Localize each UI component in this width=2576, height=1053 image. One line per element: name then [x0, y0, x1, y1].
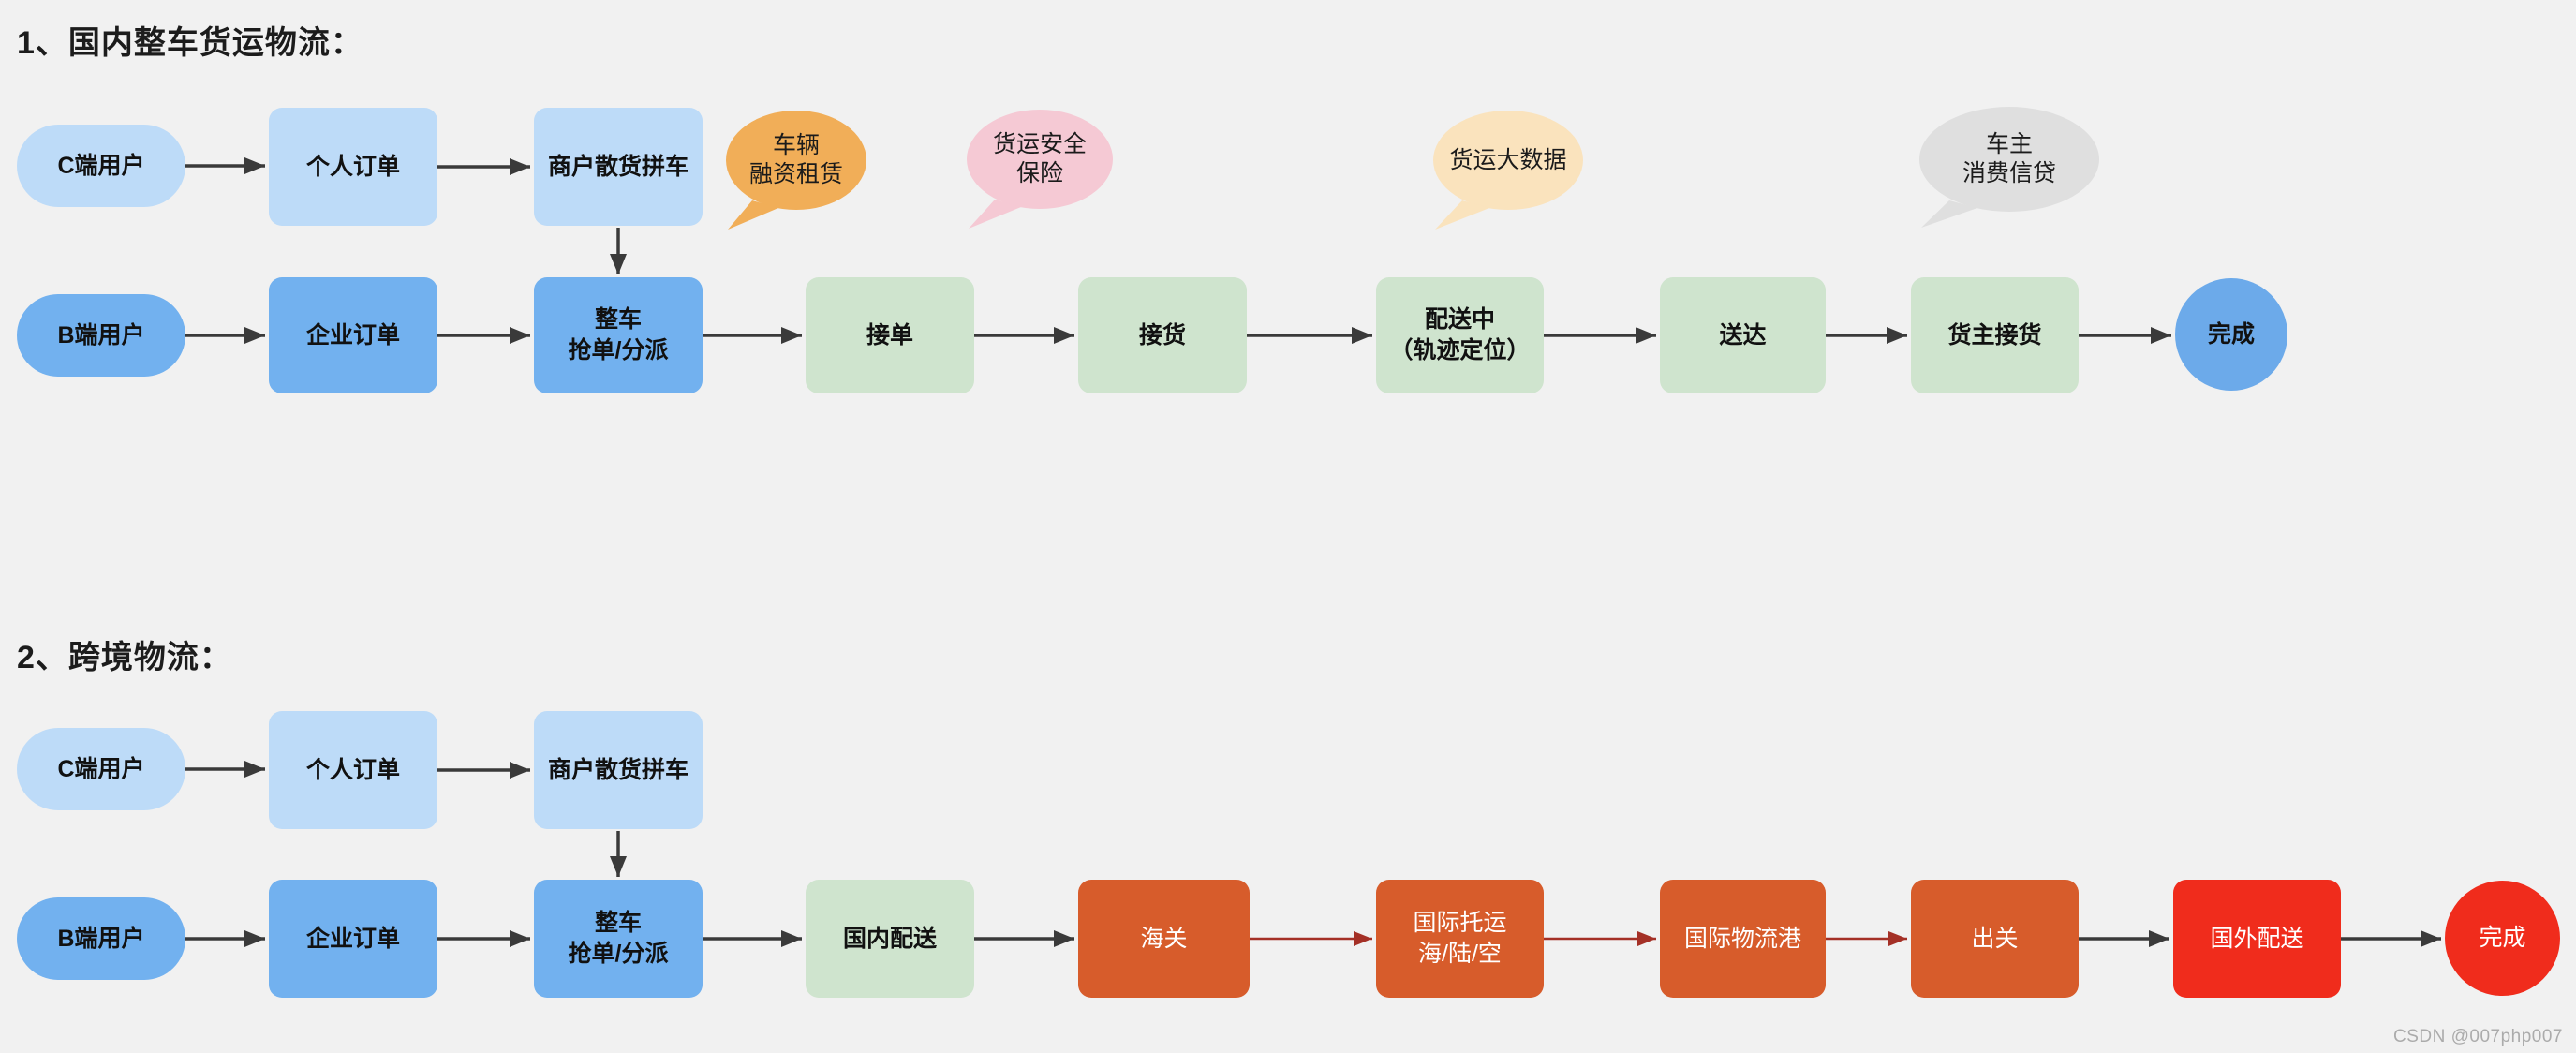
node-intl-shipping: 国际托运 海/陆/空	[1376, 880, 1544, 998]
node-customs: 海关	[1078, 880, 1250, 998]
node-delivering: 配送中 （轨迹定位）	[1376, 277, 1544, 393]
bubble-label: 货运安全 保险	[992, 131, 1087, 186]
node-personal-order-1: 个人订单	[269, 108, 437, 226]
node-truck-dispatch-1: 整车 抢单/分派	[534, 277, 703, 393]
node-merchant-pool-2: 商户散货拼车	[534, 711, 703, 829]
csdn-watermark: CSDN @007php007	[2392, 1027, 2563, 1046]
node-enterprise-order-1: 企业订单	[269, 277, 437, 393]
bubble-shape	[726, 111, 866, 230]
node-domestic-delivery: 国内配送	[806, 880, 974, 998]
node-done-2: 完成	[2445, 881, 2560, 996]
bubble-label: 车辆 融资租赁	[748, 132, 843, 187]
bubble-vehicle-leasing: 车辆 融资租赁	[724, 111, 868, 232]
node-intl-port: 国际物流港	[1660, 880, 1826, 998]
node-pickup: 接货	[1078, 277, 1247, 393]
node-accept-order: 接单	[806, 277, 974, 393]
bubble-label: 车主 消费信贷	[1962, 131, 2056, 186]
node-delivered: 送达	[1660, 277, 1826, 393]
bubble-freight-bigdata: 货运大数据	[1431, 111, 1585, 232]
node-personal-order-2: 个人订单	[269, 711, 437, 829]
bubble-freight-insurance: 货运安全 保险	[965, 110, 1115, 231]
node-done-1: 完成	[2175, 278, 2287, 391]
node-foreign-delivery: 国外配送	[2173, 880, 2341, 998]
node-b-user-2: B端用户	[17, 897, 185, 980]
section2-title: 2、跨境物流：	[17, 640, 232, 675]
section1-title: 1、国内整车货运物流：	[17, 25, 363, 61]
node-c-user-2: C端用户	[17, 728, 185, 810]
bubble-shape	[1919, 107, 2099, 228]
bubble-label: 货运大数据	[1449, 146, 1567, 173]
node-merchant-pool-1: 商户散货拼车	[534, 108, 703, 226]
node-truck-dispatch-2: 整车 抢单/分派	[534, 880, 703, 998]
node-enterprise-order-2: 企业订单	[269, 880, 437, 998]
node-b-user-1: B端用户	[17, 294, 185, 377]
node-c-user-1: C端用户	[17, 125, 185, 207]
node-owner-receive: 货主接货	[1911, 277, 2079, 393]
node-exit-customs: 出关	[1911, 880, 2079, 998]
bubble-shape	[1433, 111, 1583, 230]
bubble-owner-credit: 车主 消费信贷	[1917, 107, 2101, 230]
bubble-shape	[967, 110, 1113, 229]
